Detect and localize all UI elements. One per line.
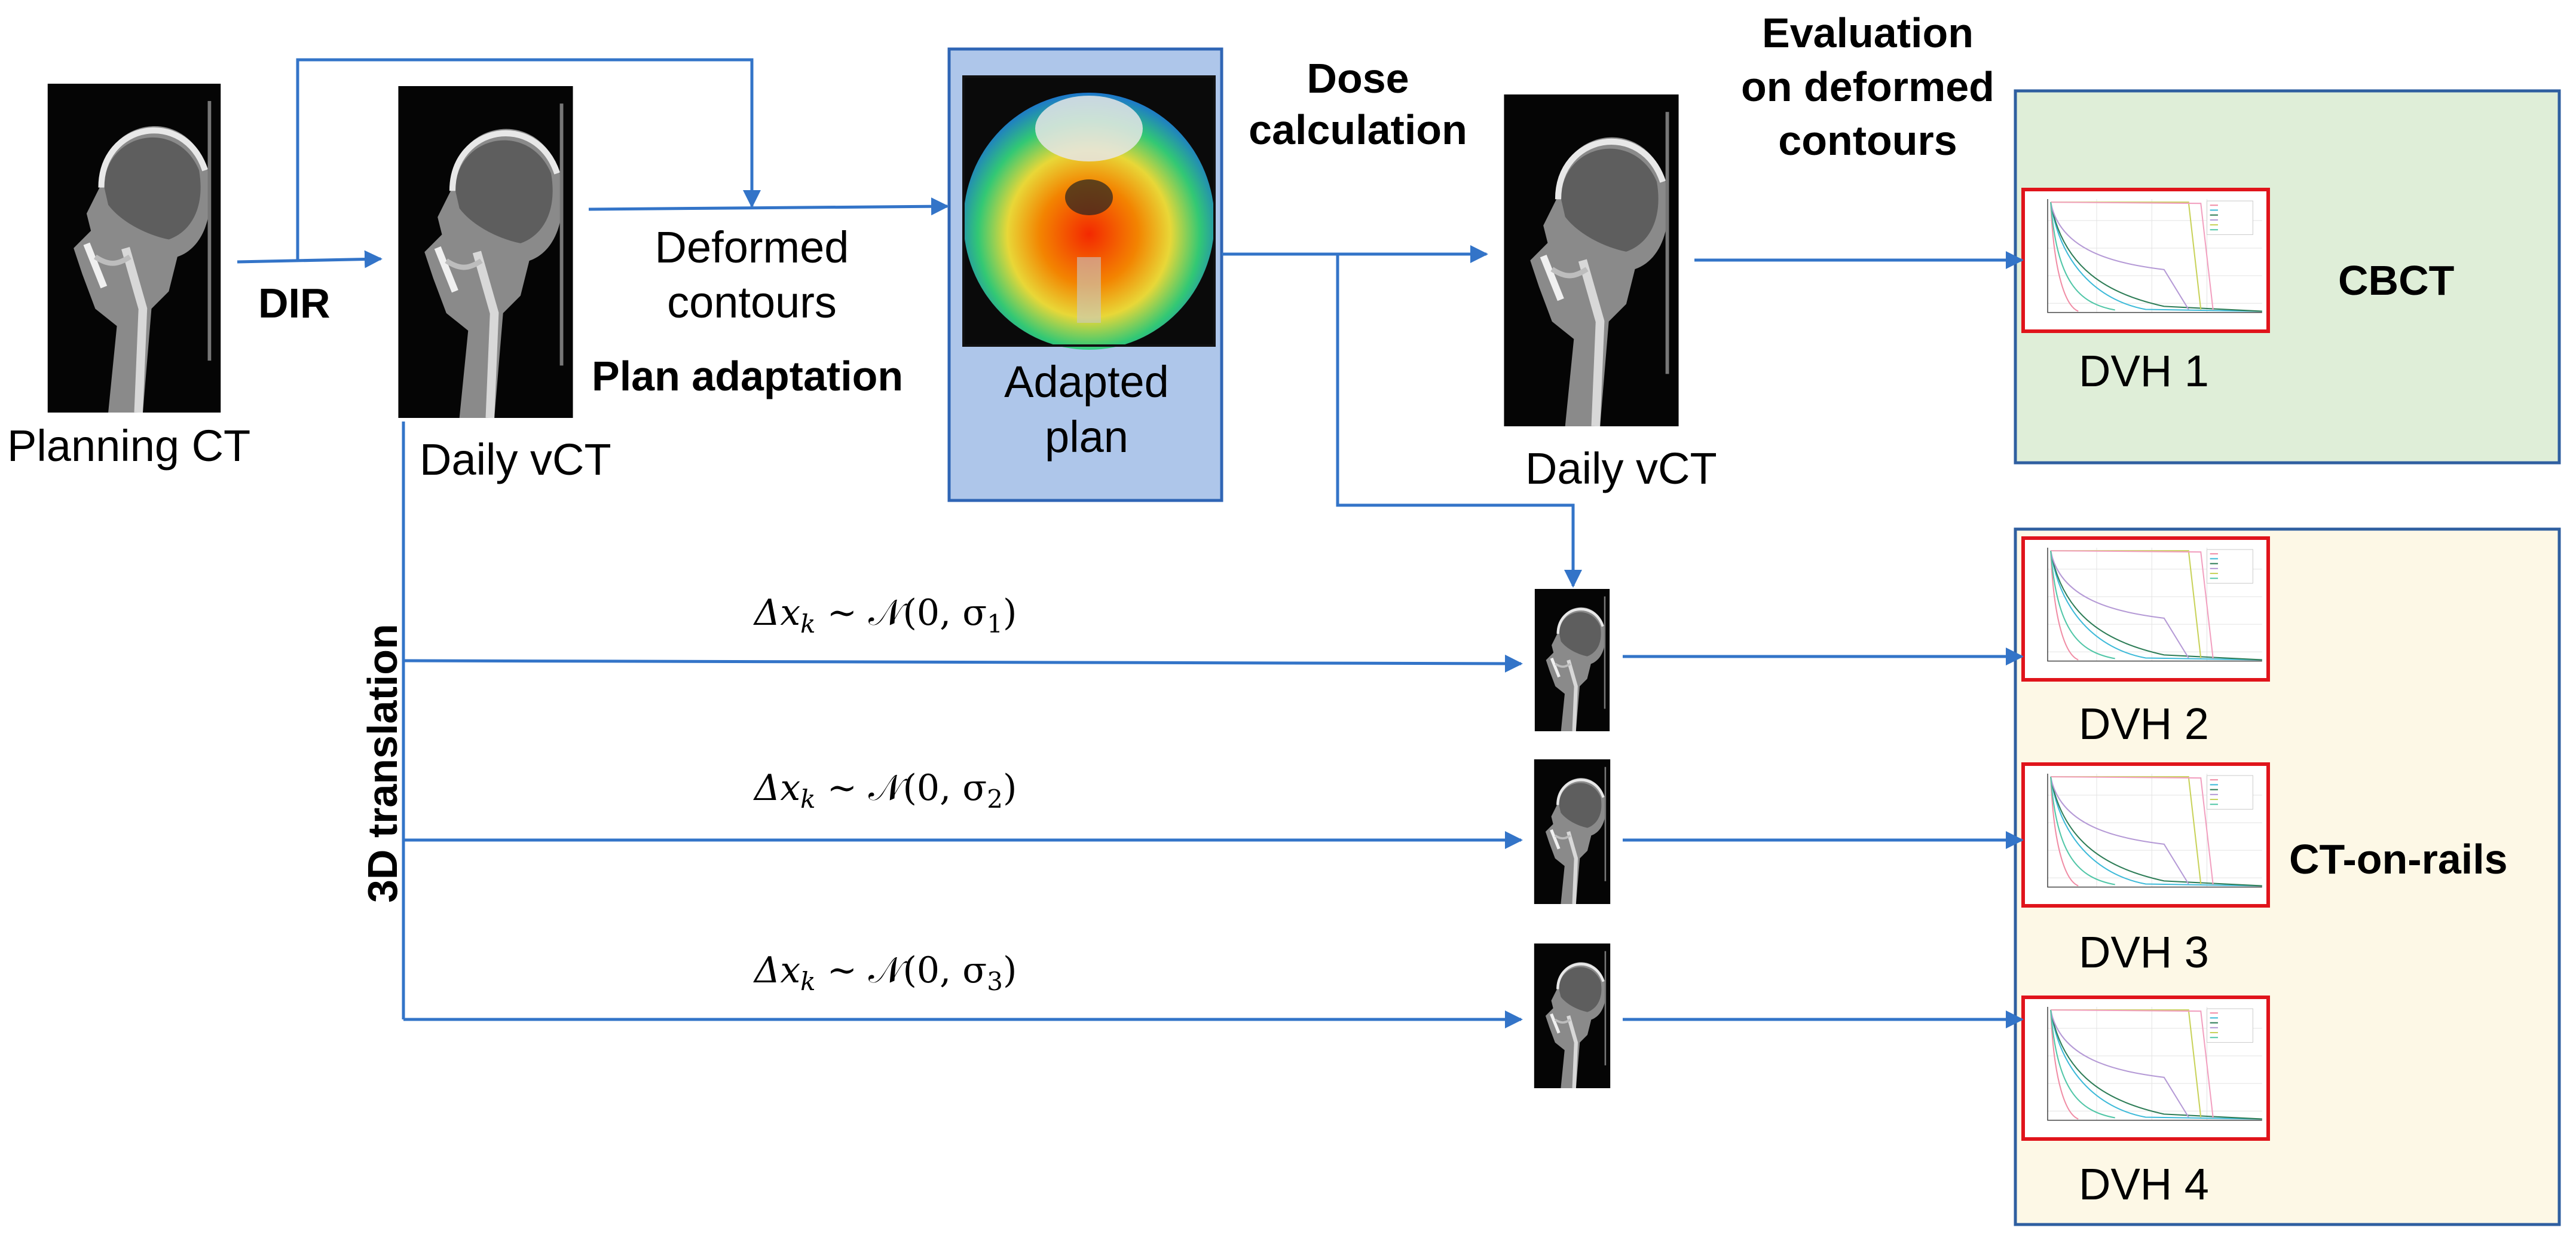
planning-ct-image <box>48 84 221 413</box>
daily-vct-label-2: Daily vCT <box>1525 444 1717 493</box>
formula-3-prefix: Δx <box>754 949 801 991</box>
dvh-4-label: DVH 4 <box>2079 1159 2209 1209</box>
translation-arrow-1 <box>403 654 1523 673</box>
formula-2-suffix: ) <box>1002 767 1017 809</box>
evaluation-label-2: on deformed <box>1741 63 1994 110</box>
3d-translation-label: 3D translation <box>359 624 406 903</box>
formula-1-prefix: Δx <box>754 592 801 634</box>
deformed-contours-label-1: Deformed <box>654 222 849 272</box>
formula-3-sigma-sub: 3 <box>987 967 1003 996</box>
formula-sigma-1: Δxk ~ 𝒩(0, σ1) <box>754 593 1017 638</box>
formula-1-sigma-sub: 1 <box>987 609 1003 639</box>
evaluation-label-1: Evaluation <box>1762 10 1974 56</box>
dvh-3-label: DVH 3 <box>2079 927 2209 977</box>
dir-arrow <box>237 250 383 268</box>
deformed-contours-label-2: contours <box>667 277 837 327</box>
formula-1-suffix: ) <box>1002 592 1017 634</box>
formula-2-sigma-sub: 2 <box>987 784 1003 814</box>
formula-1-mid: ~ 𝒩(0, σ <box>815 592 987 634</box>
dvh-1-label: DVH 1 <box>2079 346 2209 396</box>
shifted-vct-image-2 <box>1534 759 1610 904</box>
dvh-plot-2 <box>2021 536 2270 682</box>
formula-3-suffix: ) <box>1002 949 1017 991</box>
evaluation-label-3: contours <box>1778 117 1957 164</box>
ct-on-rails-label: CT-on-rails <box>2289 836 2508 883</box>
adapted-plan-label-1: Adapted <box>1004 357 1169 407</box>
dir-bypass-arrow <box>296 58 761 262</box>
shifted-vct-image-1 <box>1535 589 1610 731</box>
formula-3-mid: ~ 𝒩(0, σ <box>815 949 987 991</box>
formula-sigma-2: Δxk ~ 𝒩(0, σ2) <box>754 768 1017 813</box>
formula-2-mid: ~ 𝒩(0, σ <box>815 767 987 809</box>
dose-branch-arrow <box>1336 254 1582 588</box>
formula-3-sub: k <box>800 967 816 996</box>
plan-adaptation-arrow <box>588 197 949 216</box>
daily-vct-label-1: Daily vCT <box>420 435 611 484</box>
dvh-plot-1 <box>2021 188 2270 333</box>
formula-sigma-3: Δxk ~ 𝒩(0, σ3) <box>754 949 1017 996</box>
plan-adaptation-label: Plan adaptation <box>592 353 904 399</box>
dose-calculation-label-2: calculation <box>1249 106 1467 153</box>
dose-map-image <box>962 75 1216 350</box>
planning-ct-label: Planning CT <box>7 421 251 471</box>
formula-2-sub: k <box>800 784 816 814</box>
dose-calculation-label-1: Dose <box>1307 55 1409 102</box>
cbct-label: CBCT <box>2338 257 2455 304</box>
adapted-plan-label-2: plan <box>1045 412 1128 462</box>
formula-1-sub: k <box>800 609 816 639</box>
dvh-plot-4 <box>2021 996 2270 1141</box>
dvh-plot-3 <box>2021 762 2270 908</box>
daily-vct-image-2 <box>1504 94 1678 426</box>
daily-vct-image-1 <box>398 86 573 418</box>
formula-2-prefix: Δx <box>754 767 801 809</box>
dir-label: DIR <box>258 280 331 326</box>
shifted-vct-image-3 <box>1534 943 1610 1088</box>
dvh-2-label: DVH 2 <box>2079 699 2209 749</box>
